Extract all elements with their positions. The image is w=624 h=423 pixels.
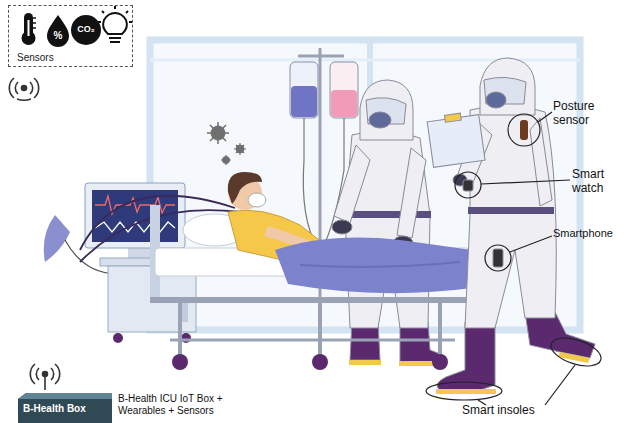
wireless-icon: [30, 364, 59, 390]
callout-label: Smartphone: [553, 227, 623, 240]
callout-label: Posture sensor: [553, 100, 613, 128]
patient-figure: [228, 172, 472, 293]
callout-label: Smart watch: [572, 168, 622, 196]
node-text: %: [46, 30, 70, 41]
window: [150, 40, 580, 330]
callout-markers: [426, 112, 604, 405]
box-body: [18, 393, 112, 423]
box-lid: [18, 393, 112, 399]
light-bulb-icon: [98, 6, 132, 42]
node-text: CO₂: [71, 25, 101, 35]
callout-label: Smart insoles: [462, 404, 562, 418]
humidity-icon: %: [46, 15, 70, 47]
node-text: B-Health Box: [23, 403, 86, 414]
co2-icon-outline: [71, 15, 101, 45]
thermometer-icon: [22, 13, 37, 45]
humidity-icon-outline: [47, 15, 69, 47]
node-text: Sensors: [17, 52, 54, 63]
sensor-panel: Sensors%CO₂: [8, 5, 133, 67]
co2-icon: CO₂: [71, 15, 101, 45]
iot-box: B-Health Box: [18, 393, 112, 423]
virus-particles: [207, 122, 246, 165]
wireless-icon: [9, 78, 38, 100]
callout-label: B-Health ICU IoT Box + Wearables + Senso…: [118, 393, 243, 416]
